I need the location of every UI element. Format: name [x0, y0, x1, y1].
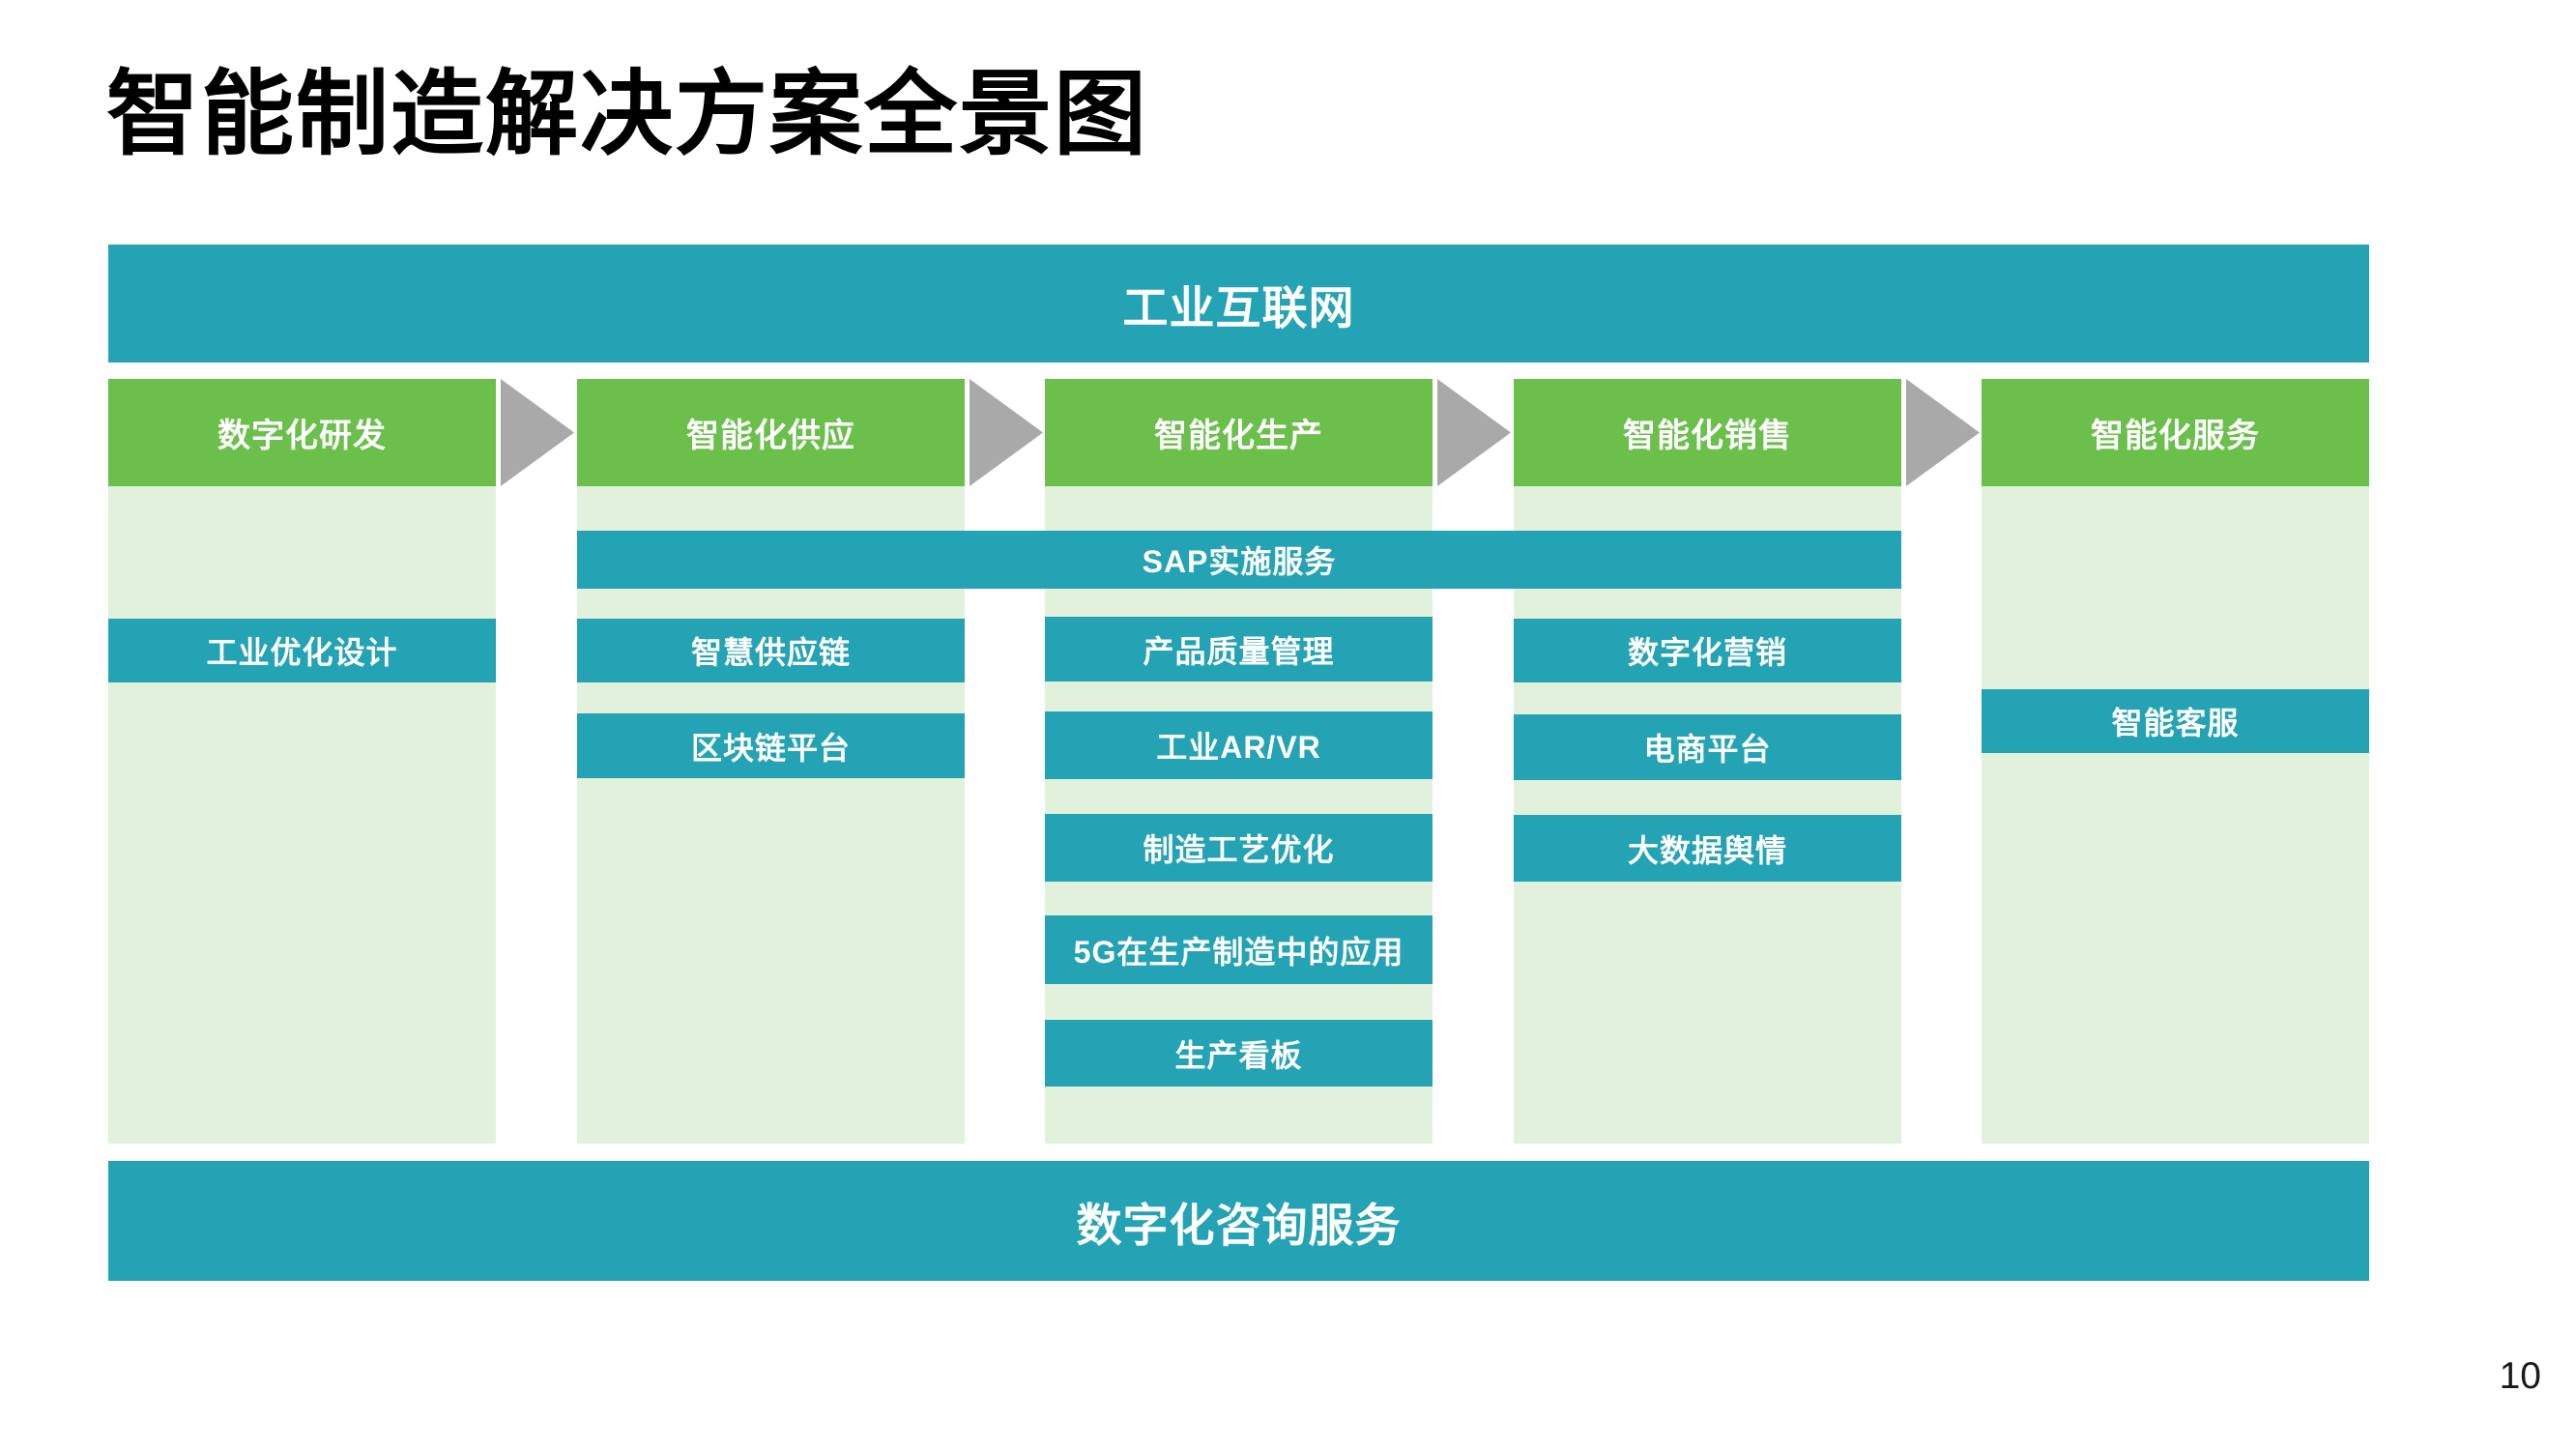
bar-ecommerce-platform: 电商平台	[1514, 714, 1901, 780]
arrow-right-icon	[501, 379, 574, 486]
bar-digital-marketing: 数字化营销	[1514, 619, 1901, 682]
industrial-internet-banner: 工业互联网	[108, 245, 2369, 362]
bar-sap-implementation-service: SAP实施服务	[577, 531, 1901, 589]
header-intelligent-sales: 智能化销售	[1514, 379, 1901, 486]
header-digital-rd: 数字化研发	[108, 379, 496, 486]
digital-consulting-banner: 数字化咨询服务	[108, 1161, 2369, 1281]
bar-smart-supply-chain: 智慧供应链	[577, 619, 965, 682]
page-title: 智能制造解决方案全景图	[106, 63, 1148, 166]
arrow-right-icon	[970, 379, 1043, 486]
arrow-right-icon	[1437, 379, 1511, 486]
industrial-internet-label: 工业互联网	[1122, 281, 1355, 334]
header-intelligent-supply: 智能化供应	[577, 379, 965, 486]
digital-consulting-label: 数字化咨询服务	[1076, 1199, 1402, 1251]
column-bg-intelligent-service	[1982, 486, 2369, 1144]
bar-blockchain-platform: 区块链平台	[577, 713, 965, 778]
header-intelligent-service: 智能化服务	[1982, 379, 2369, 486]
header-intelligent-production: 智能化生产	[1045, 379, 1433, 486]
column-bg-digital-rd	[108, 486, 496, 1144]
bar-product-quality-management: 产品质量管理	[1045, 617, 1433, 682]
bar-5g-manufacturing-applications: 5G在生产制造中的应用	[1045, 915, 1433, 984]
bar-production-kanban: 生产看板	[1045, 1020, 1433, 1087]
arrow-right-icon	[1906, 379, 1980, 486]
page-number: 10	[2499, 1355, 2541, 1397]
bar-industrial-optimization-design: 工业优化设计	[108, 619, 496, 682]
bar-intelligent-customer-service: 智能客服	[1982, 689, 2369, 753]
bar-big-data-sentiment: 大数据舆情	[1514, 815, 1901, 882]
bar-industrial-ar-vr: 工业AR/VR	[1045, 711, 1433, 779]
column-bg-intelligent-supply	[577, 486, 965, 1144]
bar-manufacturing-process-optimization: 制造工艺优化	[1045, 814, 1433, 882]
